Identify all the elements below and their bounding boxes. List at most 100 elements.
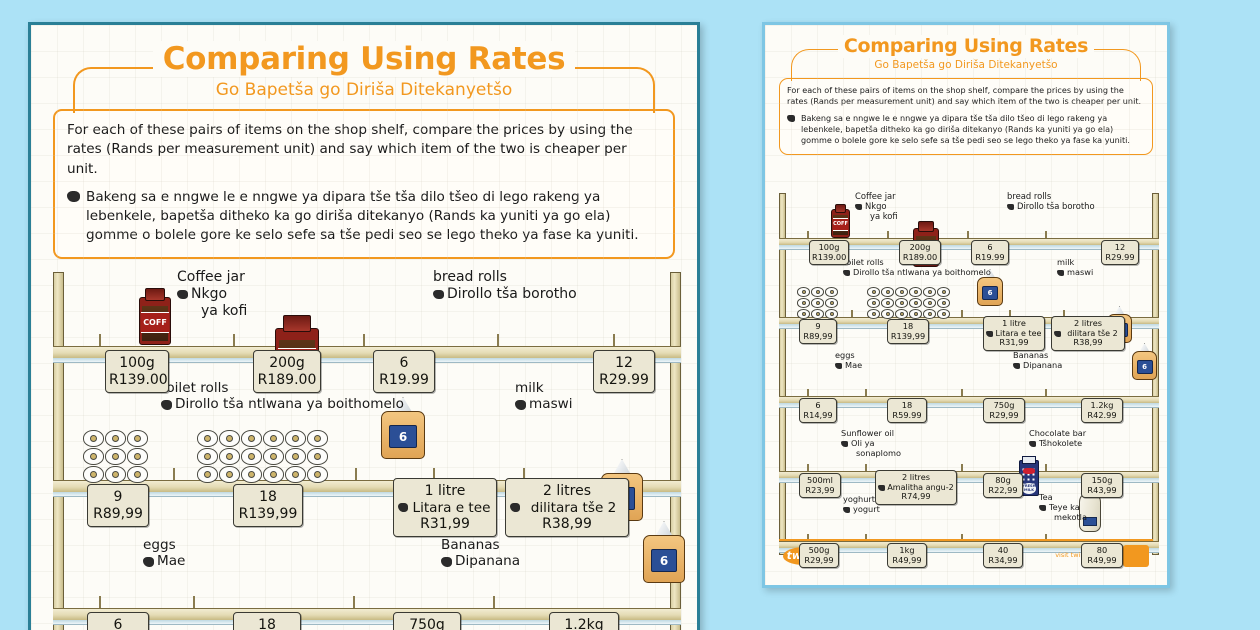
category-label-bananas: Bananas Dipanana: [1013, 350, 1063, 370]
speech-bubble-icon: [787, 114, 795, 122]
product-coffee-jar-small: COFF: [139, 287, 171, 345]
price-tag[interactable]: 500ml R23,99: [799, 473, 841, 499]
product-bread-rolls-6: 6: [381, 397, 425, 459]
speech-bubble-icon: [1029, 441, 1036, 448]
price-tag[interactable]: 1kg R49,99: [887, 543, 927, 569]
shelf-ticks-2: [779, 310, 1159, 317]
category-label-toilet-rolls: toilet rolls Dirollo tša ntlwana ya boit…: [843, 257, 991, 277]
category-label-eggs: eggs Mae: [835, 350, 863, 370]
speech-bubble-icon: [843, 270, 850, 277]
shelf-board-1: [53, 346, 681, 363]
price-tag[interactable]: 18 R139,99: [887, 319, 929, 345]
shelf-ticks-3: [779, 389, 1159, 396]
worksheet-page-thumbnail[interactable]: Comparing Using Rates Go Bapetša go Diri…: [762, 22, 1170, 588]
page-subtitle: Go Bapetša go Diriša Ditekanyetšo: [874, 59, 1058, 71]
price-tag[interactable]: 12 R29.99: [593, 350, 655, 394]
category-label-milk: milk maswi: [1057, 257, 1094, 277]
price-tag[interactable]: 80 R49,99: [1081, 543, 1123, 569]
product-toilet-rolls-18: [867, 287, 950, 319]
header-bracket-right: [1079, 49, 1141, 81]
product-bread-rolls-12-b: 6: [643, 521, 685, 583]
price-tag[interactable]: 1.2kg R42.99: [1081, 398, 1123, 424]
category-label-bananas: Bananas Dipanana: [441, 537, 521, 570]
speech-bubble-icon: [1054, 330, 1061, 337]
shelf-board-1: [779, 238, 1159, 250]
speech-bubble-icon: [855, 203, 862, 210]
page-subtitle: Go Bapetša go Diriša Ditekanyetšo: [215, 80, 513, 100]
price-tag[interactable]: 18 R59.99: [887, 398, 927, 424]
shelf-ticks-3: [53, 596, 681, 608]
page-title: Comparing Using Rates: [837, 35, 1095, 58]
speech-bubble-icon: [878, 484, 885, 491]
instructions-box: For each of these pairs of items on the …: [53, 109, 675, 259]
category-label-coffee-jar: Coffee jar Nkgo ya kofi: [855, 191, 898, 222]
header-bracket-left: [73, 67, 165, 113]
category-label-bread-rolls: bread rolls Dirollo tša borotho: [1007, 191, 1095, 212]
shelf-ticks-1: [779, 231, 1159, 238]
price-tag[interactable]: 750g R29,99: [393, 612, 461, 630]
price-tag[interactable]: 2 litres dilitara tše 2 R38,99: [1051, 316, 1125, 351]
price-tag[interactable]: 150g R43,99: [1081, 473, 1123, 499]
price-tag[interactable]: 9 R89,99: [799, 319, 837, 345]
speech-bubble-icon: [398, 502, 408, 512]
product-toilet-rolls-9: [83, 430, 148, 483]
product-bread-rolls-12-b: 6: [1132, 343, 1157, 380]
price-tag[interactable]: 9 R89,99: [87, 484, 149, 528]
speech-bubble-icon: [986, 330, 993, 337]
price-tag[interactable]: 1.2kg R42.99: [549, 612, 619, 630]
shelf-ticks-4: [779, 464, 1159, 471]
product-coffee-jar-small: COFF: [831, 204, 850, 238]
price-tag[interactable]: 2 litres dilitara tše 2 R38,99: [505, 478, 629, 538]
price-tag[interactable]: 1 litre Litara e tee R31,99: [393, 478, 497, 538]
price-tag[interactable]: 500g R29,99: [799, 543, 839, 569]
instructions-box: For each of these pairs of items on the …: [779, 78, 1153, 155]
price-tag[interactable]: 12 R29.99: [1101, 240, 1139, 266]
price-tag[interactable]: 100g R139.00: [809, 240, 849, 266]
category-label-sunflower-oil: Sunflower oil Oli ya sonaplomo: [841, 428, 901, 458]
worksheet-page-main[interactable]: Comparing Using Rates Go Bapetša go Diri…: [28, 22, 700, 630]
speech-bubble-icon: [177, 289, 188, 300]
speech-bubble-icon: [1057, 270, 1064, 277]
price-tag[interactable]: 200g R189.00: [253, 350, 321, 394]
price-tag[interactable]: 2 litres Amalitha angu-2 R74,99: [875, 470, 957, 505]
price-tag[interactable]: 18 R139,99: [233, 484, 303, 528]
shelf-board-4: [779, 471, 1159, 483]
price-tag[interactable]: 1 litre Litara e tee R31,99: [983, 316, 1045, 351]
speech-bubble-icon: [161, 400, 172, 410]
speech-bubble-icon: [510, 502, 520, 512]
category-label-toilet-rolls: toilet rolls Dirollo tša ntlwana ya boit…: [161, 380, 404, 413]
price-tag[interactable]: 750g R29,99: [983, 398, 1025, 424]
instructions-english: For each of these pairs of items on the …: [787, 85, 1142, 107]
category-label-yoghurt: yoghurt yogurt: [843, 494, 880, 514]
price-tag[interactable]: 200g R189.00: [899, 240, 941, 266]
shelf-board-3: [779, 396, 1159, 408]
speech-bubble-icon: [1039, 505, 1046, 512]
instructions-sepedi: Bakeng sa e nngwe le e nngwe ya dipara t…: [801, 112, 1130, 146]
shelf-ticks-5: [779, 534, 1159, 541]
speech-bubble-icon: [835, 363, 842, 370]
shelf-ticks-1: [53, 334, 681, 346]
shop-shelf-unit: Coffee jar Nkgo ya kofi bread rolls Diro…: [779, 191, 1159, 569]
price-tag[interactable]: 6 R19.99: [971, 240, 1009, 266]
page-title: Comparing Using Rates: [152, 41, 576, 77]
shelf-board-5: [779, 541, 1159, 553]
price-tag[interactable]: 6 R14,99: [87, 612, 149, 630]
shelf-board-3: [53, 608, 681, 625]
price-tag[interactable]: 6 R14,99: [799, 398, 837, 424]
product-toilet-rolls-18: [197, 430, 328, 483]
price-tag[interactable]: 80g R22,99: [983, 473, 1023, 499]
speech-bubble-icon: [1007, 203, 1014, 210]
speech-bubble-icon: [441, 557, 452, 567]
speech-bubble-icon: [143, 557, 154, 567]
category-label-bread-rolls: bread rolls Dirollo tša borotho: [433, 269, 577, 302]
price-tag[interactable]: 6 R19.99: [373, 350, 435, 394]
price-tag[interactable]: 100g R139.00: [105, 350, 169, 394]
shelf-post-left: [53, 272, 64, 630]
shelf-ticks-2: [53, 468, 681, 480]
page-header: Comparing Using Rates Go Bapetša go Diri…: [31, 25, 697, 113]
speech-bubble-icon: [1013, 363, 1020, 370]
price-tag[interactable]: 18 R59.99: [233, 612, 301, 630]
price-tag[interactable]: 40 R34,99: [983, 543, 1023, 569]
category-label-coffee-jar: Coffee jar Nkgo ya kofi: [177, 269, 248, 319]
